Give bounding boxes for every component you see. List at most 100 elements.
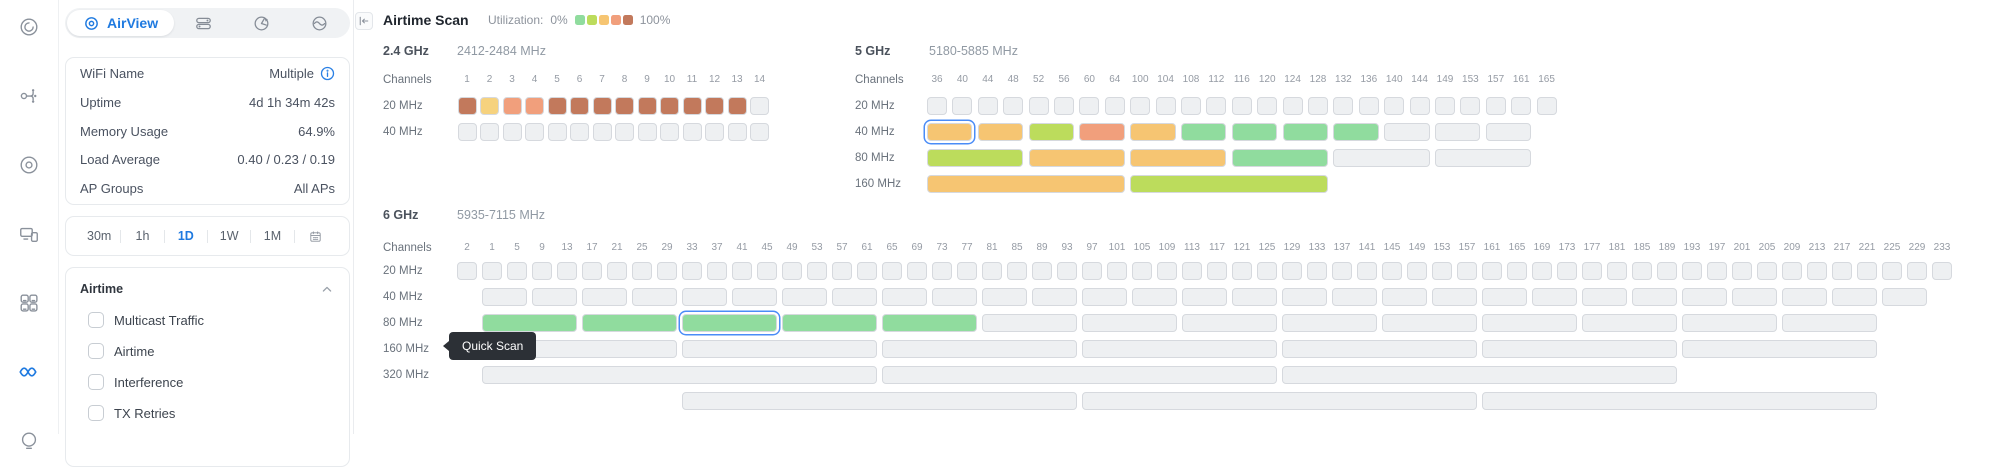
channel-block[interactable] — [1536, 97, 1557, 115]
channel-block[interactable] — [1632, 288, 1677, 306]
channel-block[interactable] — [757, 262, 777, 280]
channel-block[interactable] — [705, 97, 724, 115]
channel-block[interactable] — [1682, 340, 1877, 358]
channel-block[interactable] — [1308, 97, 1328, 115]
channel-block[interactable] — [1181, 123, 1227, 141]
channel-block[interactable] — [570, 123, 589, 141]
channel-block[interactable] — [532, 262, 552, 280]
channel-block[interactable] — [977, 97, 998, 115]
channel-block[interactable] — [1511, 97, 1532, 115]
channel-block[interactable] — [525, 97, 544, 115]
channel-block[interactable] — [750, 97, 769, 115]
channel-block[interactable] — [582, 288, 627, 306]
topology-icon[interactable] — [17, 85, 41, 107]
channel-block[interactable] — [1482, 262, 1502, 280]
channel-block[interactable] — [1182, 288, 1227, 306]
channel-block[interactable] — [1130, 123, 1176, 141]
channel-block[interactable] — [1082, 288, 1127, 306]
channel-block[interactable] — [1082, 314, 1177, 332]
channel-block[interactable] — [637, 97, 657, 115]
channel-block[interactable] — [1582, 314, 1677, 332]
channel-block[interactable] — [1132, 262, 1152, 280]
channel-block[interactable] — [1332, 262, 1352, 280]
channel-block[interactable] — [1007, 262, 1027, 280]
channel-block[interactable] — [1485, 97, 1506, 115]
channel-block[interactable] — [632, 262, 652, 280]
channel-block[interactable] — [637, 123, 657, 141]
channel-block[interactable] — [1307, 262, 1327, 280]
channel-block[interactable] — [1028, 123, 1074, 141]
channel-block[interactable] — [1057, 262, 1077, 280]
ap-grid-icon[interactable] — [17, 292, 41, 314]
channel-block[interactable] — [1932, 262, 1952, 280]
channel-block[interactable] — [1582, 262, 1602, 280]
collapse-panel-button[interactable] — [355, 12, 373, 30]
channel-block[interactable] — [480, 123, 499, 141]
channel-block[interactable] — [1907, 262, 1927, 280]
channel-block[interactable] — [1257, 262, 1277, 280]
channel-block[interactable] — [682, 97, 702, 115]
channel-block[interactable] — [1032, 288, 1077, 306]
channel-block[interactable] — [732, 262, 752, 280]
channel-block[interactable] — [657, 262, 677, 280]
channel-block[interactable] — [482, 288, 527, 306]
channel-block[interactable] — [457, 123, 477, 141]
channel-block[interactable] — [1832, 288, 1877, 306]
insight-bulb-icon[interactable] — [17, 430, 41, 452]
airtime-option[interactable]: TX Retries — [80, 405, 335, 421]
channel-block[interactable] — [882, 288, 927, 306]
calendar-button[interactable] — [295, 229, 337, 244]
channel-block[interactable] — [1333, 123, 1379, 141]
channel-block[interactable] — [1333, 97, 1354, 115]
channel-block[interactable] — [977, 123, 1024, 141]
channel-block[interactable] — [1857, 262, 1877, 280]
channel-block[interactable] — [1054, 97, 1074, 115]
radar-scan-icon[interactable] — [232, 14, 290, 33]
channel-block[interactable] — [727, 123, 747, 141]
channel-block[interactable] — [1782, 288, 1827, 306]
channel-block[interactable] — [927, 97, 947, 115]
airtime-option[interactable]: Airtime — [80, 343, 335, 359]
channel-block[interactable] — [1082, 262, 1102, 280]
channel-block[interactable] — [907, 262, 927, 280]
channel-block[interactable] — [1832, 262, 1852, 280]
channel-block[interactable] — [1206, 97, 1227, 115]
channel-block[interactable] — [1732, 262, 1752, 280]
channel-block[interactable] — [1482, 288, 1527, 306]
channel-block[interactable] — [457, 97, 477, 115]
channel-block[interactable] — [1407, 262, 1427, 280]
channel-block[interactable] — [1130, 97, 1151, 115]
channel-block[interactable] — [1104, 97, 1125, 115]
channel-block[interactable] — [502, 123, 522, 141]
channel-block[interactable] — [1182, 262, 1202, 280]
channel-block[interactable] — [1682, 262, 1702, 280]
channel-block[interactable] — [1333, 149, 1430, 167]
checkbox[interactable] — [88, 374, 104, 390]
channel-block[interactable] — [1282, 366, 1677, 384]
channel-block[interactable] — [1155, 97, 1176, 115]
info-icon[interactable] — [320, 66, 335, 81]
channel-block[interactable] — [592, 123, 612, 141]
channel-block[interactable] — [582, 314, 677, 332]
channel-block[interactable] — [1435, 97, 1455, 115]
channel-block[interactable] — [1382, 262, 1402, 280]
time-range-1w[interactable]: 1W — [208, 229, 250, 243]
channel-block[interactable] — [982, 314, 1077, 332]
channel-block[interactable] — [1460, 97, 1481, 115]
channel-block[interactable] — [932, 262, 952, 280]
channel-block[interactable] — [750, 123, 769, 141]
channel-block[interactable] — [547, 123, 567, 141]
tab-airview[interactable]: AirView — [67, 10, 175, 36]
channel-block[interactable] — [532, 288, 577, 306]
channel-block[interactable] — [1882, 262, 1902, 280]
channel-block[interactable] — [1382, 288, 1427, 306]
channel-block[interactable] — [1157, 262, 1177, 280]
channel-block[interactable] — [1003, 97, 1024, 115]
channel-block[interactable] — [1132, 288, 1177, 306]
channel-block[interactable] — [927, 123, 973, 141]
channel-block[interactable] — [1607, 262, 1627, 280]
channel-block[interactable] — [682, 314, 777, 332]
channel-block[interactable] — [582, 262, 602, 280]
channel-block[interactable] — [1707, 262, 1727, 280]
channel-block[interactable] — [705, 123, 724, 141]
